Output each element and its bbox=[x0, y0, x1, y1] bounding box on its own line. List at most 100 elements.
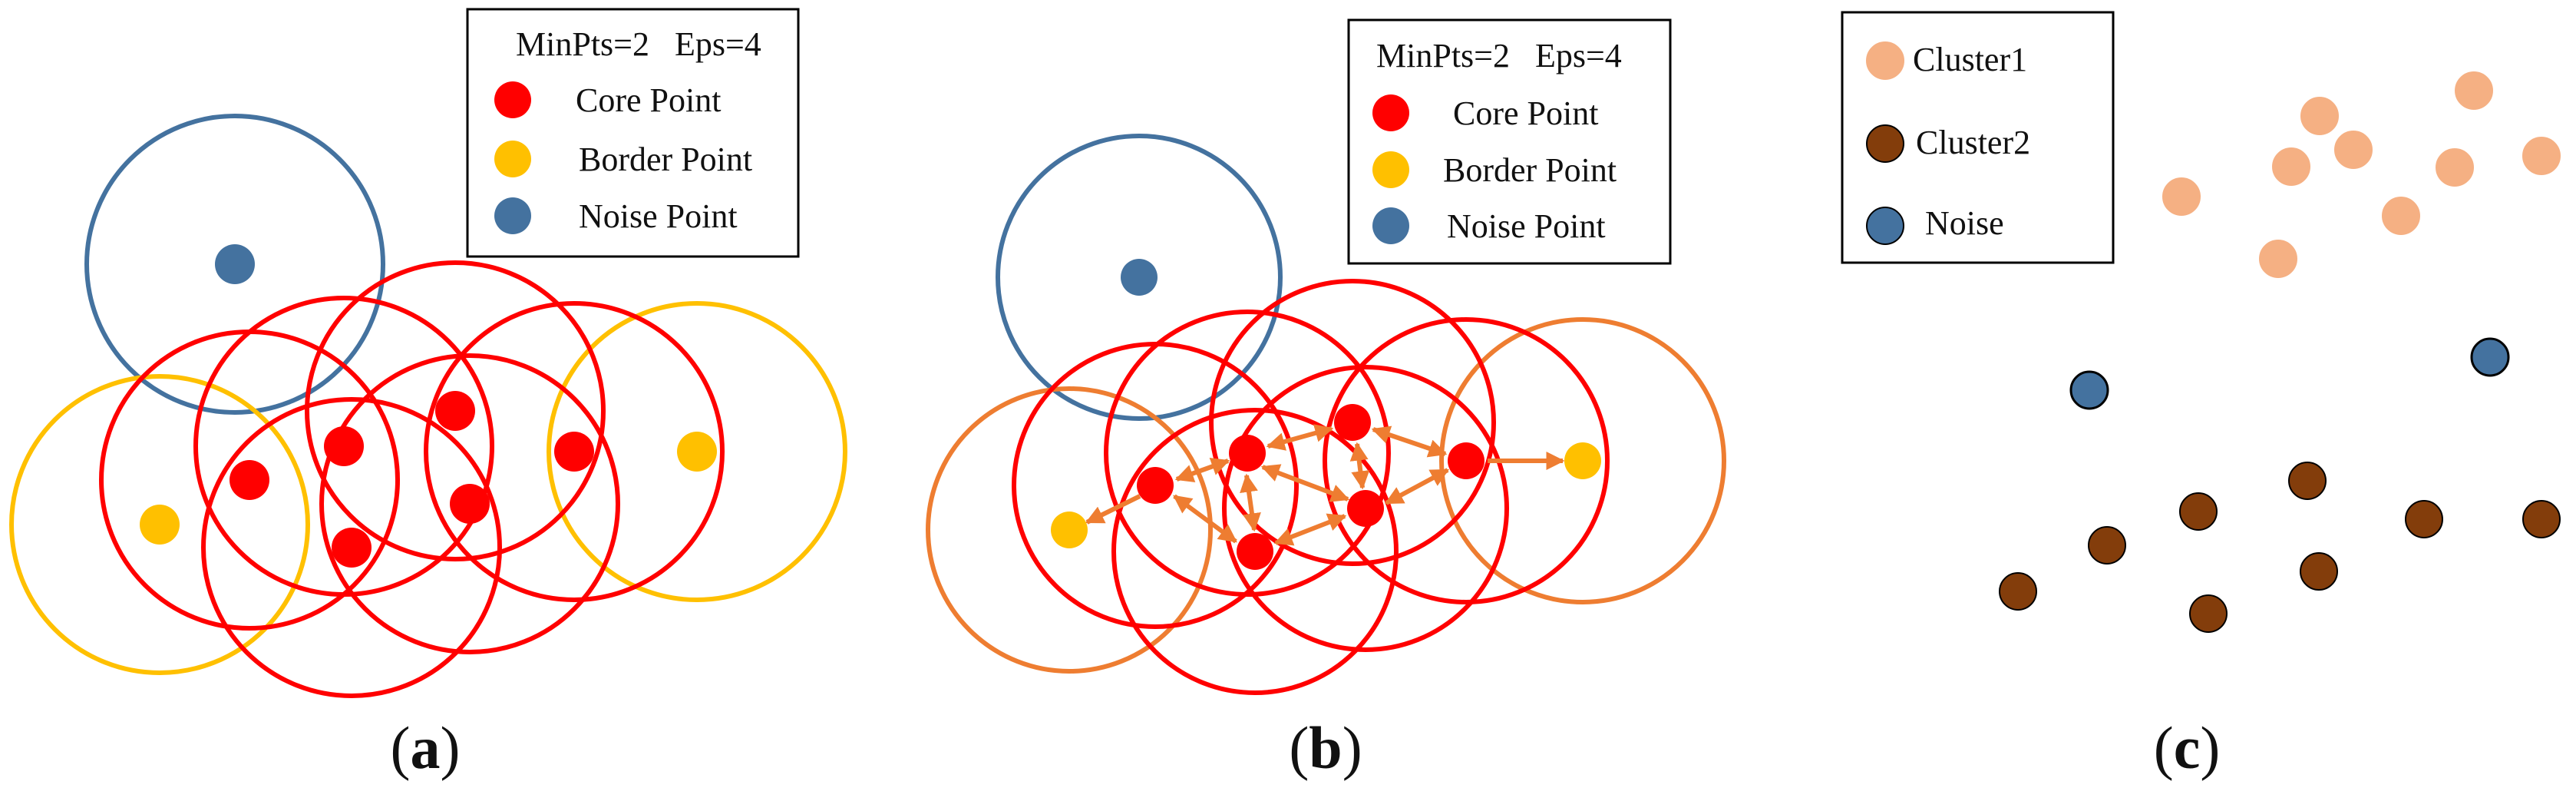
cluster2-point bbox=[2179, 492, 2218, 531]
caption-letter: b bbox=[1309, 714, 1342, 781]
panel-caption-b: (b) bbox=[1289, 714, 1362, 781]
legend-core-marker bbox=[494, 81, 531, 118]
cluster1-point bbox=[2382, 197, 2420, 235]
cluster2-point bbox=[2300, 552, 2338, 591]
legend-core-label: Core Point bbox=[576, 81, 721, 119]
core-point bbox=[230, 460, 269, 500]
caption-close-paren: ) bbox=[441, 714, 461, 781]
legend-cluster1-marker bbox=[1866, 41, 1904, 80]
border-eps-circle-right bbox=[1439, 317, 1726, 604]
cluster1-points bbox=[2162, 71, 2561, 278]
caption-open-paren: ( bbox=[1289, 714, 1309, 781]
border-eps-circle-left bbox=[9, 374, 310, 675]
legend-noise-marker bbox=[1372, 207, 1409, 244]
caption-close-paren: ) bbox=[1342, 714, 1362, 781]
legend-core-marker bbox=[1372, 94, 1409, 131]
core-point bbox=[554, 432, 594, 472]
core-eps-circle bbox=[1111, 408, 1399, 695]
noise-eps-circle bbox=[84, 114, 385, 415]
cluster2-point bbox=[2288, 462, 2327, 500]
panel-b-legend: MinPts=2 Eps=4 Core Point Border Point N… bbox=[1347, 18, 1672, 265]
cluster1-point bbox=[2162, 177, 2201, 216]
core-eps-circle bbox=[1209, 279, 1496, 566]
legend-border-marker bbox=[1372, 151, 1409, 188]
noise-point bbox=[2470, 337, 2510, 377]
noise-point bbox=[1121, 259, 1158, 296]
core-point bbox=[1229, 435, 1266, 472]
core-point bbox=[1334, 404, 1371, 441]
panel-a-legend: MinPts=2 Eps=4 Core Point Border Point N… bbox=[466, 8, 800, 258]
caption-letter: c bbox=[2174, 714, 2201, 781]
panel-a: MinPts=2 Eps=4 Core Point Border Point N… bbox=[9, 8, 847, 781]
legend-noise-label: Noise Point bbox=[579, 197, 738, 235]
core-eps-circle bbox=[424, 301, 725, 602]
cluster1-point bbox=[2272, 147, 2310, 186]
cluster2-point bbox=[2522, 500, 2561, 538]
legend-params: MinPts=2 Eps=4 bbox=[1376, 37, 1622, 74]
density-arrow bbox=[1260, 464, 1350, 502]
legend-params: MinPts=2 Eps=4 bbox=[516, 25, 761, 63]
core-point bbox=[324, 426, 364, 466]
density-arrow bbox=[1266, 424, 1334, 451]
caption-open-paren: ( bbox=[2154, 714, 2174, 781]
core-eps-circle bbox=[1323, 317, 1610, 604]
density-arrow bbox=[1085, 494, 1141, 525]
cluster1-point bbox=[2300, 97, 2339, 135]
legend-core-label: Core Point bbox=[1453, 94, 1598, 132]
core-eps-circle bbox=[305, 260, 606, 561]
panel-c-legend: Cluster1 Cluster2 Noise bbox=[1841, 11, 2115, 264]
core-point bbox=[1448, 442, 1485, 479]
cluster2-points bbox=[1999, 462, 2561, 633]
core-eps-circle bbox=[319, 353, 620, 654]
border-point bbox=[1051, 512, 1088, 548]
cluster2-point bbox=[2088, 526, 2126, 565]
legend-noise-marker bbox=[1866, 207, 1904, 245]
cluster1-point bbox=[2259, 240, 2297, 278]
border-eps-circle-right bbox=[547, 301, 847, 602]
caption-open-paren: ( bbox=[391, 714, 411, 781]
border-point bbox=[1564, 442, 1601, 479]
cluster1-point bbox=[2334, 131, 2373, 169]
core-point bbox=[332, 528, 372, 568]
core-point bbox=[1137, 467, 1174, 504]
legend-border-label: Border Point bbox=[579, 141, 752, 178]
cluster1-point bbox=[2522, 137, 2561, 175]
panel-b: MinPts=2 Eps=4 Core Point Border Point N… bbox=[926, 18, 1726, 781]
panel-caption-c: (c) bbox=[2154, 714, 2221, 781]
density-arrow bbox=[1174, 457, 1230, 483]
panel-a-points bbox=[140, 244, 717, 568]
core-point bbox=[450, 484, 490, 524]
cluster2-point bbox=[2189, 594, 2228, 633]
density-arrow bbox=[1349, 442, 1370, 490]
caption-close-paren: ) bbox=[2200, 714, 2220, 781]
caption-letter: a bbox=[411, 714, 441, 781]
density-arrow bbox=[1273, 513, 1347, 546]
core-point bbox=[1347, 490, 1384, 527]
panel-a-circles bbox=[9, 114, 847, 698]
panel-c: Cluster1 Cluster2 Noise bbox=[1841, 11, 2561, 781]
noise-points bbox=[2069, 337, 2510, 410]
density-arrow bbox=[1384, 468, 1450, 505]
noise-point bbox=[215, 244, 255, 284]
noise-eps-circle bbox=[996, 134, 1283, 421]
legend-cluster1-label: Cluster1 bbox=[1913, 41, 2027, 78]
panel-b-points bbox=[1051, 259, 1601, 570]
cluster1-point bbox=[2436, 148, 2474, 187]
border-point bbox=[140, 505, 180, 545]
legend-cluster2-label: Cluster2 bbox=[1916, 124, 2030, 161]
cluster2-point bbox=[1999, 572, 2037, 611]
density-arrow bbox=[1240, 473, 1261, 532]
density-arrow bbox=[1371, 425, 1448, 458]
cluster1-point bbox=[2455, 71, 2493, 110]
density-arrow bbox=[1173, 494, 1237, 544]
core-eps-circle bbox=[193, 296, 494, 597]
legend-noise-label: Noise Point bbox=[1447, 207, 1606, 245]
border-point bbox=[677, 432, 717, 472]
core-eps-circle bbox=[201, 397, 502, 698]
legend-cluster2-marker bbox=[1866, 124, 1904, 163]
core-point bbox=[1237, 533, 1273, 570]
cluster2-point bbox=[2405, 500, 2443, 538]
noise-point bbox=[2069, 370, 2109, 410]
core-point bbox=[435, 391, 475, 431]
